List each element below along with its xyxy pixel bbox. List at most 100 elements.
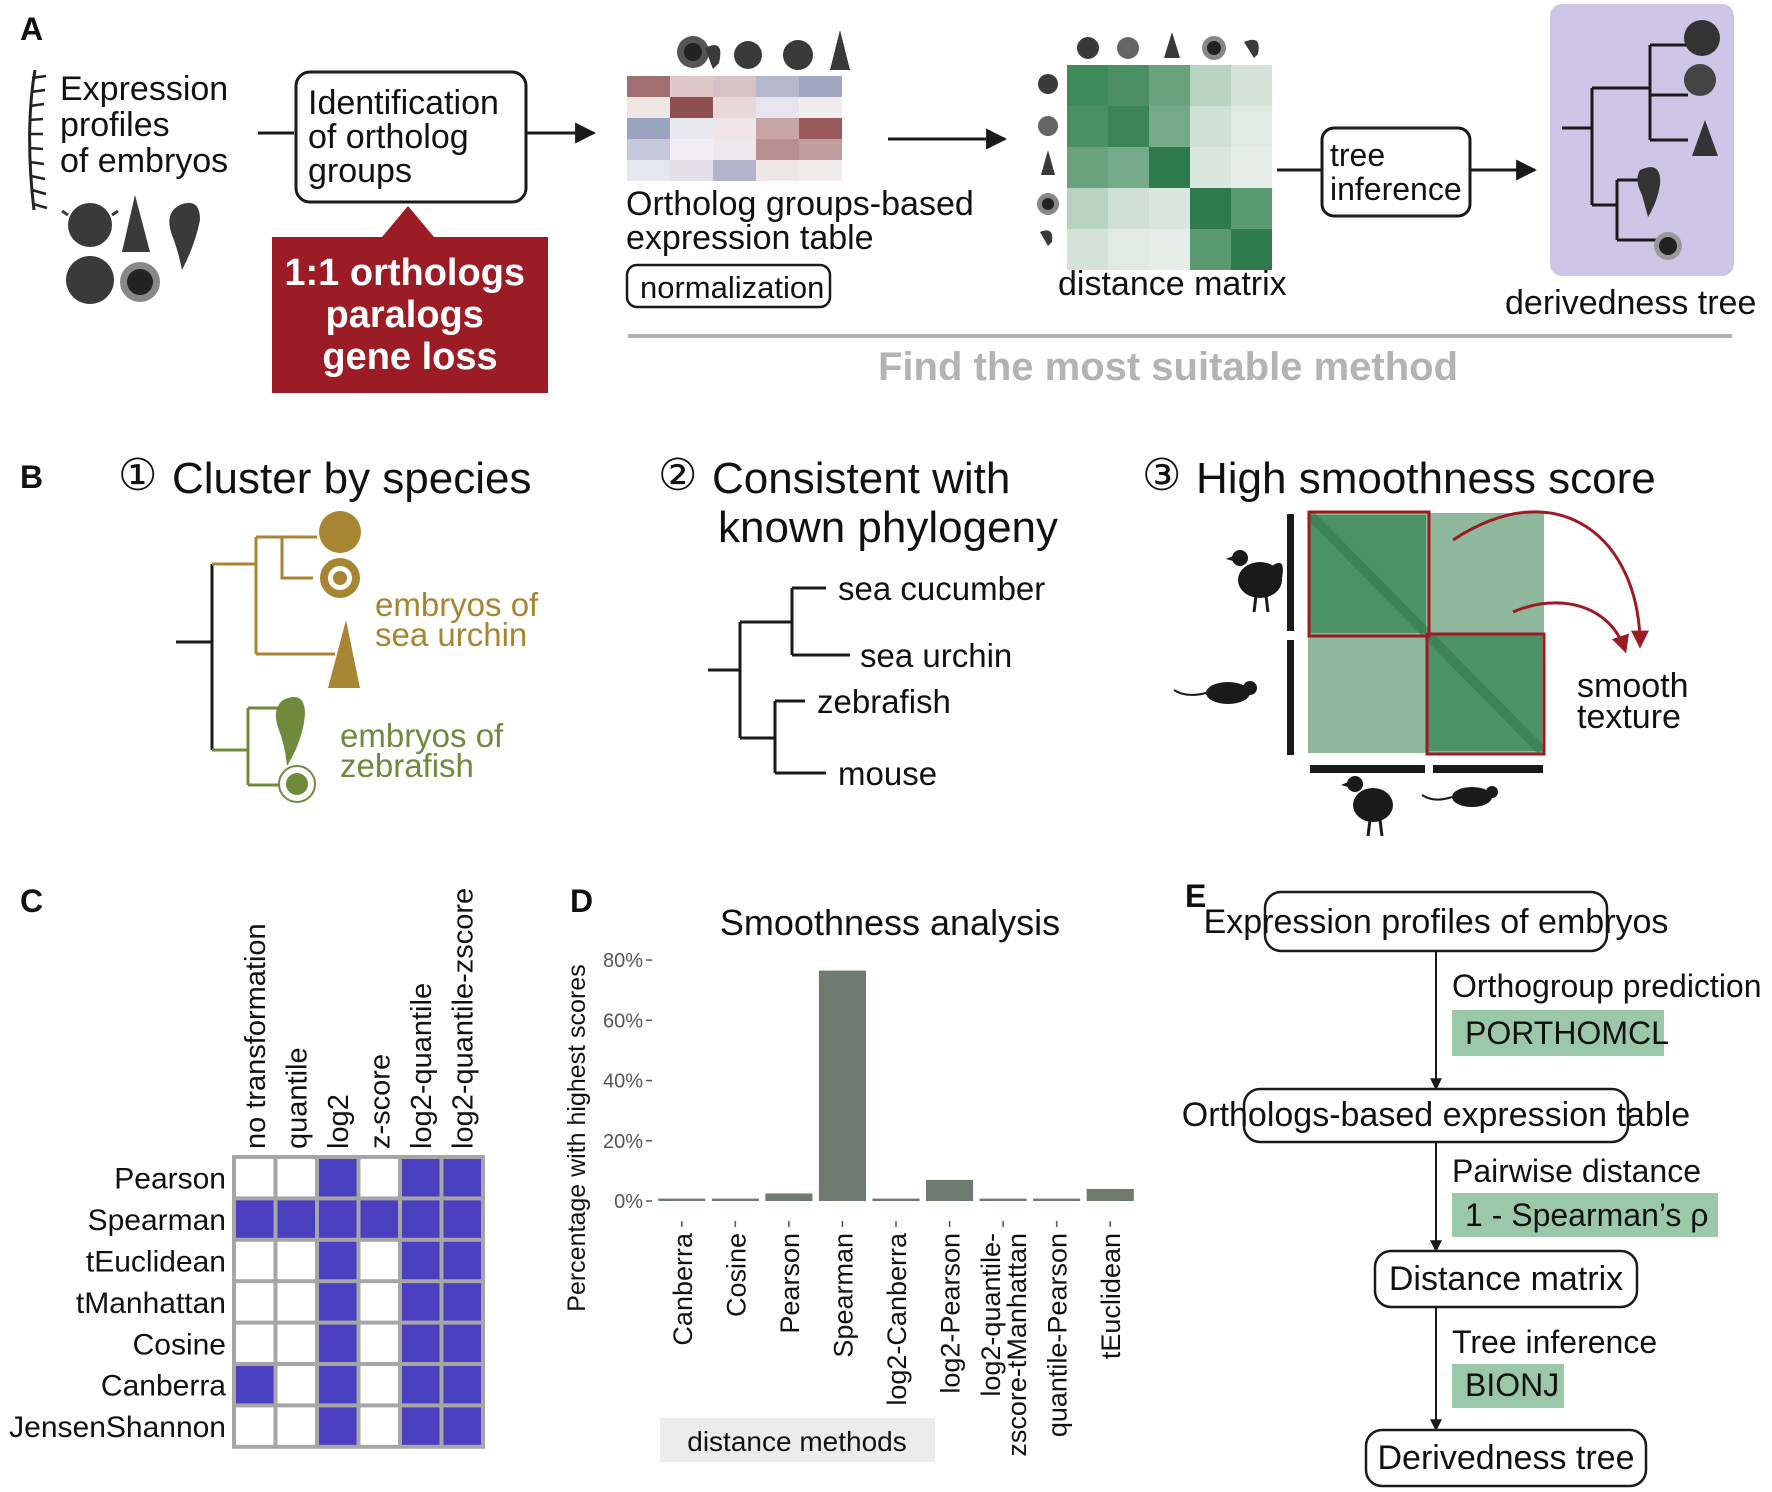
matrix-cell xyxy=(1108,147,1149,188)
x-tick-label: log2-quantile- xyxy=(976,1233,1006,1397)
matrix-cell xyxy=(1067,188,1108,229)
grid-border xyxy=(232,1155,485,1449)
tool-3-text: BIONJ xyxy=(1465,1367,1559,1403)
grid-cell xyxy=(277,1159,315,1197)
y-tick-label: 60% xyxy=(603,1010,643,1032)
transformation-grid: PearsonSpearmantEuclideantManhattanCosin… xyxy=(9,888,485,1449)
grid-cell xyxy=(443,1200,481,1238)
matrix-cell xyxy=(1231,106,1272,147)
grid-cell xyxy=(236,1159,274,1197)
grid-cell xyxy=(236,1324,274,1362)
matrix-cell xyxy=(1231,147,1272,188)
normalization-label: normalization xyxy=(640,270,824,305)
bar xyxy=(658,1198,706,1201)
grid-column-label: z-score xyxy=(364,1054,396,1149)
matrix-cell xyxy=(1108,65,1149,106)
matrix-cell xyxy=(1231,229,1272,270)
matrix-cell xyxy=(1190,188,1231,229)
grid-cell xyxy=(277,1324,315,1362)
expression-table-heatmap xyxy=(627,76,842,181)
expression-profile-icon xyxy=(28,69,48,211)
grid-cell xyxy=(236,1407,274,1445)
grid-cell xyxy=(319,1241,357,1280)
grid-cell xyxy=(360,1200,398,1238)
matrix-cell xyxy=(1067,147,1108,188)
grid-row-label: Pearson xyxy=(114,1163,226,1196)
step-1-text: Expression profiles of embryos xyxy=(1204,903,1669,941)
tree-inference-box xyxy=(1320,126,1472,218)
leaf-sea-cucumber: sea cucumber xyxy=(838,570,1045,607)
tree-inference-text: tree inference xyxy=(1330,137,1462,207)
x-tick-label: Spearman xyxy=(828,1233,858,1358)
heatmap-cell xyxy=(713,118,756,139)
step-2-text: Orthologs-based expression table xyxy=(1182,1096,1690,1134)
chart-y-label: Percentage with highest scores xyxy=(563,964,591,1311)
heatmap-cell xyxy=(713,76,756,97)
urchin-embryos-label: embryos of sea urchin xyxy=(375,586,547,653)
grid-cell xyxy=(319,1407,357,1445)
grid-column-label: log2 xyxy=(323,1094,355,1149)
grid-cell xyxy=(236,1200,274,1238)
criterion-3-title: High smoothness score xyxy=(1196,454,1656,503)
heatmap-cell xyxy=(799,160,842,181)
distance-matrix-label: distance matrix xyxy=(1058,265,1287,303)
leaf-mouse: mouse xyxy=(838,755,937,792)
issues-text: 1:1 orthologs paralogs gene loss xyxy=(284,252,535,378)
x-tick-label: log2-Canberra xyxy=(882,1232,912,1406)
grid-cell xyxy=(443,1241,481,1280)
transition-1-label: Orthogroup prediction xyxy=(1452,968,1762,1004)
distance-matrix-icons xyxy=(1037,32,1259,246)
chicken-icon xyxy=(1226,550,1393,837)
embryo-silhouettes-icon xyxy=(61,195,200,304)
heatmap-cell xyxy=(799,139,842,160)
matrix-cell xyxy=(1108,188,1149,229)
x-tick-label: Cosine xyxy=(721,1233,751,1317)
tool-2-box xyxy=(1452,1193,1718,1237)
heatmap-cell xyxy=(627,97,670,118)
heatmap-cell xyxy=(799,97,842,118)
expression-table-icons xyxy=(677,30,850,70)
grid-cell xyxy=(443,1159,481,1197)
tool-1-text: PORTHOMCL xyxy=(1465,1015,1669,1051)
matrix-cell xyxy=(1067,229,1108,270)
find-method-text: Find the most suitable method xyxy=(878,345,1458,389)
panel-label-e: E xyxy=(1185,878,1206,914)
identification-box xyxy=(294,70,528,204)
step-expression-profiles xyxy=(1263,890,1609,953)
grid-row-label: tEuclidean xyxy=(86,1246,226,1279)
heatmap-cell xyxy=(627,76,670,97)
chart-title: Smoothness analysis xyxy=(720,902,1060,943)
y-tick-label: 0% xyxy=(614,1191,643,1213)
tool-1-box xyxy=(1452,1010,1664,1056)
grid-cell xyxy=(402,1407,440,1445)
heatmap-cell xyxy=(670,118,713,139)
step-distance-matrix xyxy=(1373,1249,1639,1309)
smoothness-axis-bars xyxy=(1287,514,1543,773)
grid-cell xyxy=(360,1366,398,1404)
grid-cell xyxy=(277,1283,315,1321)
leaf-sea-urchin: sea urchin xyxy=(860,637,1012,674)
heatmap-cell xyxy=(627,118,670,139)
grid-cell xyxy=(277,1200,315,1238)
y-tick-label: 80% xyxy=(603,950,643,972)
grid-cell xyxy=(402,1324,440,1362)
step-4-text: Derivedness tree xyxy=(1377,1439,1634,1477)
heatmap-cell xyxy=(713,97,756,118)
grid-cell xyxy=(402,1159,440,1197)
bar xyxy=(979,1198,1027,1201)
tool-3-box xyxy=(1452,1364,1564,1408)
normalization-box xyxy=(625,263,832,309)
bar xyxy=(711,1198,759,1201)
heatmap-cell xyxy=(670,139,713,160)
issues-callout xyxy=(272,206,548,393)
leaf-zebrafish: zebrafish xyxy=(817,683,951,720)
chart-x-label: distance methods xyxy=(687,1426,906,1457)
matrix-cell xyxy=(1108,106,1149,147)
grid-cell xyxy=(277,1241,315,1280)
matrix-cell xyxy=(1190,229,1231,270)
panel-label-d: D xyxy=(570,883,593,919)
grid-column-label: log2-quantile-zscore xyxy=(447,888,479,1149)
criterion-1-title: Cluster by species xyxy=(172,454,531,503)
step-derivedness-tree xyxy=(1364,1428,1648,1488)
